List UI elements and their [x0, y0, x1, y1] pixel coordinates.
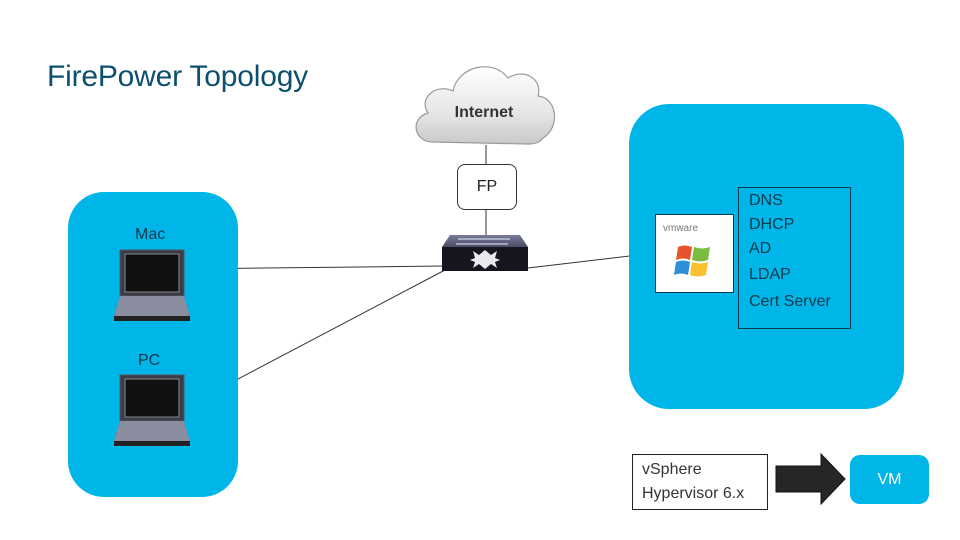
- vsphere-label: vSphere: [642, 461, 702, 478]
- service-item: DNS: [749, 192, 783, 209]
- vmware-logo: vmware: [663, 223, 699, 234]
- laptop-icon[interactable]: [112, 248, 192, 324]
- vm-label: VM: [877, 470, 902, 488]
- service-item: Cert Server: [749, 293, 831, 310]
- internet-label: Internet: [454, 104, 514, 121]
- page-title: FirePower Topology: [47, 60, 308, 93]
- service-item: DHCP: [749, 216, 795, 233]
- hypervisor-label: Hypervisor 6.x: [642, 485, 745, 502]
- cloud-icon[interactable]: [408, 58, 560, 148]
- service-item: AD: [749, 240, 772, 257]
- services-list: DNS DHCP AD LDAP Cert Server: [738, 187, 851, 329]
- windows-logo-icon: [674, 245, 710, 277]
- vm-host[interactable]: vmware: [655, 214, 734, 293]
- pc-label: PC: [138, 352, 161, 369]
- laptop-icon[interactable]: [112, 373, 192, 449]
- service-item: LDAP: [749, 266, 791, 283]
- arrow-right-icon: [775, 452, 846, 506]
- mac-label: Mac: [135, 226, 166, 243]
- switch-icon[interactable]: [440, 233, 530, 273]
- firepower-label: FP: [476, 178, 498, 195]
- client-zone: [68, 192, 238, 497]
- vm-legend-box: VM: [850, 455, 929, 504]
- vsphere-legend-box: vSphere Hypervisor 6.x: [632, 454, 768, 510]
- firepower-device[interactable]: FP: [457, 164, 517, 210]
